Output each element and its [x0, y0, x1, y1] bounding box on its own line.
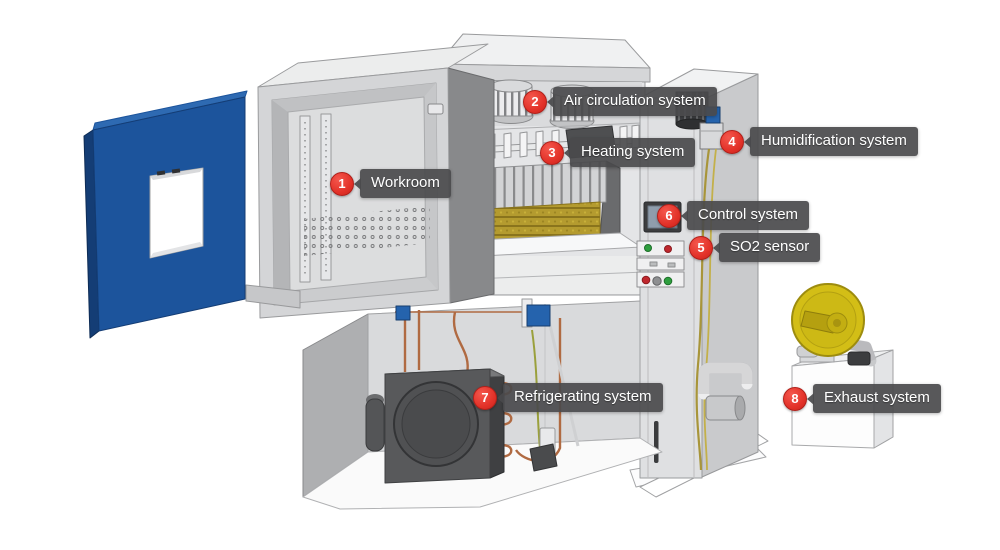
callout-label: Control system [687, 201, 810, 230]
red-lamp [664, 245, 672, 253]
workroom-chamber [245, 43, 495, 319]
callout-heating-system: 3 Heating system [540, 138, 696, 167]
callout-workroom: 1 Workroom [330, 169, 451, 198]
callout-label: Heating system [570, 138, 696, 167]
callout-number-badge: 5 [689, 235, 713, 260]
door-latch [427, 103, 444, 115]
callout-refrigerating-system: 7 Refrigerating system [473, 383, 663, 412]
callout-label: Air circulation system [553, 87, 717, 116]
gray-button [652, 276, 662, 286]
callout-label: Humidification system [750, 127, 918, 156]
callout-exhaust-system: 8 Exhaust system [783, 384, 941, 413]
sight-tube [544, 307, 580, 447]
chamber-door [83, 90, 248, 339]
callout-number-badge: 6 [657, 203, 681, 228]
callout-number-badge: 4 [720, 129, 744, 154]
perforation-band [304, 206, 430, 256]
callout-number-badge: 2 [523, 89, 547, 114]
callout-number-badge: 1 [330, 171, 354, 196]
drain-pump [698, 362, 753, 421]
indicator-panels [636, 240, 685, 288]
solenoid-valve [526, 304, 551, 327]
workroom-side-panel [447, 67, 495, 304]
callout-label: Refrigerating system [503, 383, 663, 412]
blower-motor [847, 351, 871, 366]
callout-so2-sensor: 5 SO2 sensor [689, 233, 821, 262]
callout-label: Exhaust system [813, 384, 941, 413]
bay-pump [529, 443, 558, 472]
callout-humidification-system: 4 Humidification system [720, 127, 918, 156]
heat-exchanger [476, 160, 642, 257]
green-button [663, 276, 673, 286]
callout-control-system: 6 Control system [657, 201, 810, 230]
compressor [365, 398, 385, 452]
callout-air-circulation-system: 2 Air circulation system [523, 87, 717, 116]
exhaust-unit [791, 283, 894, 449]
refrigeration-bay [302, 298, 663, 510]
red-button [641, 275, 651, 285]
callout-number-badge: 3 [540, 140, 564, 165]
callout-label: Workroom [360, 169, 451, 198]
callout-number-badge: 8 [783, 386, 807, 411]
callout-label: SO2 sensor [719, 233, 821, 262]
shelf-rails [299, 113, 332, 283]
door-slot [654, 421, 659, 463]
hinge [245, 284, 301, 309]
exhaust-blower [791, 283, 877, 367]
door-window [149, 167, 204, 259]
green-lamp [644, 244, 652, 252]
callout-number-badge: 7 [473, 385, 497, 410]
solenoid-valve [395, 305, 411, 321]
